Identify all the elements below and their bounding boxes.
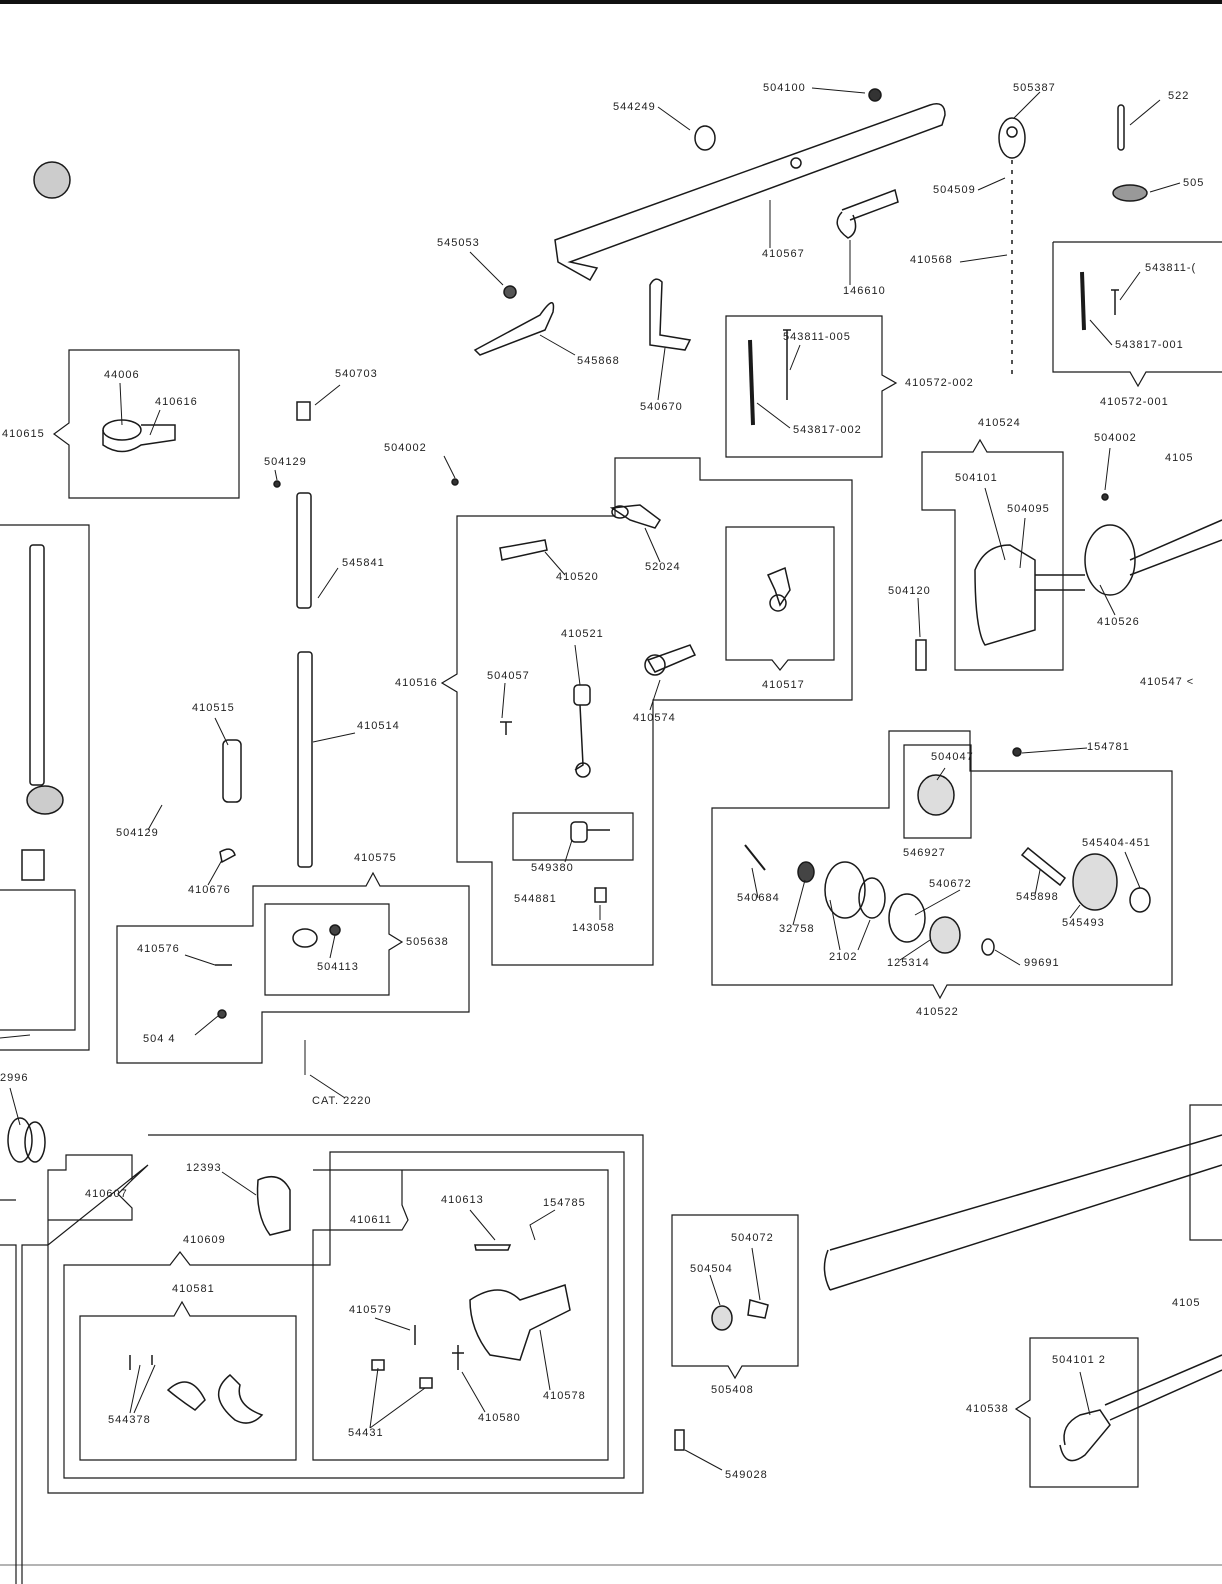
part-label: 504129 <box>264 456 307 468</box>
part-label: 410579 <box>349 1304 392 1316</box>
part-label: 410568 <box>910 254 953 266</box>
part-label: 504100 <box>763 82 806 94</box>
part-label: 505638 <box>406 936 449 948</box>
part-label: 410572-001 <box>1100 396 1169 408</box>
part-shapes <box>7 88 1222 1462</box>
part-label: 545404-451 <box>1082 837 1151 849</box>
part-label: 544881 <box>514 893 557 905</box>
part-label: 504002 <box>1094 432 1137 444</box>
part-label: 410526 <box>1097 616 1140 628</box>
part-label: 504101 2 <box>1052 1354 1106 1366</box>
part-label: 54431 <box>348 1427 384 1439</box>
part-label: 545898 <box>1016 891 1059 903</box>
part-label: 505387 <box>1013 82 1056 94</box>
part-label: 12393 <box>186 1162 222 1174</box>
part-label: 522 <box>1168 90 1190 102</box>
part-label: 410572-002 <box>905 377 974 389</box>
part-label: 410520 <box>556 571 599 583</box>
part-label: 2996 <box>0 1072 29 1084</box>
part-label: 545493 <box>1062 917 1105 929</box>
part-label: 505408 <box>711 1384 754 1396</box>
part-label: 545841 <box>342 557 385 569</box>
part-label: 545053 <box>437 237 480 249</box>
part-label: 549028 <box>725 1469 768 1481</box>
part-label: 504095 <box>1007 503 1050 515</box>
part-label: 4105 <box>1165 452 1194 464</box>
part-label: 410609 <box>183 1234 226 1246</box>
part-label: 410515 <box>192 702 235 714</box>
part-label: 143058 <box>572 922 615 934</box>
part-label: 410517 <box>762 679 805 691</box>
group-boxes <box>0 241 1222 1584</box>
part-label: 540703 <box>335 368 378 380</box>
part-label: 504 4 <box>143 1033 176 1045</box>
part-label: 410611 <box>350 1214 392 1226</box>
part-label: 504113 <box>317 961 359 973</box>
part-label: 410578 <box>543 1390 586 1402</box>
part-label: 410575 <box>354 852 397 864</box>
part-label: 543817-001 <box>1115 339 1184 351</box>
part-label: 504504 <box>690 1263 733 1275</box>
part-label: 544249 <box>613 101 656 113</box>
part-label: 410613 <box>441 1194 484 1206</box>
part-label: 504101 <box>955 472 998 484</box>
part-label: 410521 <box>561 628 604 640</box>
part-label: 410615 <box>2 428 45 440</box>
part-label: 544378 <box>108 1414 151 1426</box>
part-label: 543817-002 <box>793 424 862 436</box>
part-label: 540672 <box>929 878 972 890</box>
part-label: 410576 <box>137 943 180 955</box>
part-label: 44006 <box>104 369 140 381</box>
part-label: 154781 <box>1087 741 1130 753</box>
top-border <box>0 0 1222 4</box>
part-label: 504120 <box>888 585 931 597</box>
part-label: 540670 <box>640 401 683 413</box>
part-label: 410524 <box>978 417 1021 429</box>
part-label: 504129 <box>116 827 159 839</box>
part-label: 543811-( <box>1145 262 1197 274</box>
part-label: 154785 <box>543 1197 586 1209</box>
part-label: 410574 <box>633 712 676 724</box>
part-label: 504072 <box>731 1232 774 1244</box>
part-label: 410607 <box>85 1188 128 1200</box>
lever-410567 <box>554 103 946 282</box>
part-label: 410616 <box>155 396 198 408</box>
part-label: 410547 < <box>1140 676 1195 688</box>
part-label: 540684 <box>737 892 780 904</box>
part-label: 125314 <box>887 957 930 969</box>
part-label: 543811-005 <box>783 331 851 343</box>
part-label: 504002 <box>384 442 427 454</box>
part-label: 410581 <box>172 1283 215 1295</box>
part-label: 410522 <box>916 1006 959 1018</box>
catalog-reference: CAT. 2220 <box>312 1095 372 1107</box>
part-label: 2102 <box>829 951 858 963</box>
part-label: 504047 <box>931 751 974 763</box>
part-label: 410516 <box>395 677 438 689</box>
part-label: 146610 <box>843 285 886 297</box>
part-label: 504057 <box>487 670 530 682</box>
part-label: 505 <box>1183 177 1205 189</box>
part-label: 549380 <box>531 862 574 874</box>
part-label: 32758 <box>779 923 815 935</box>
part-label: 545868 <box>577 355 620 367</box>
part-label: 410514 <box>357 720 400 732</box>
part-label: 52024 <box>645 561 681 573</box>
part-label: 410580 <box>478 1412 521 1424</box>
part-label: 504509 <box>933 184 976 196</box>
part-label: 410676 <box>188 884 231 896</box>
part-label: 99691 <box>1024 957 1060 969</box>
part-label: 546927 <box>903 847 946 859</box>
part-label: 410567 <box>762 248 805 260</box>
part-label: 4105 <box>1172 1297 1201 1309</box>
part-label: 410538 <box>966 1403 1009 1415</box>
leader-lines <box>0 87 1181 1471</box>
